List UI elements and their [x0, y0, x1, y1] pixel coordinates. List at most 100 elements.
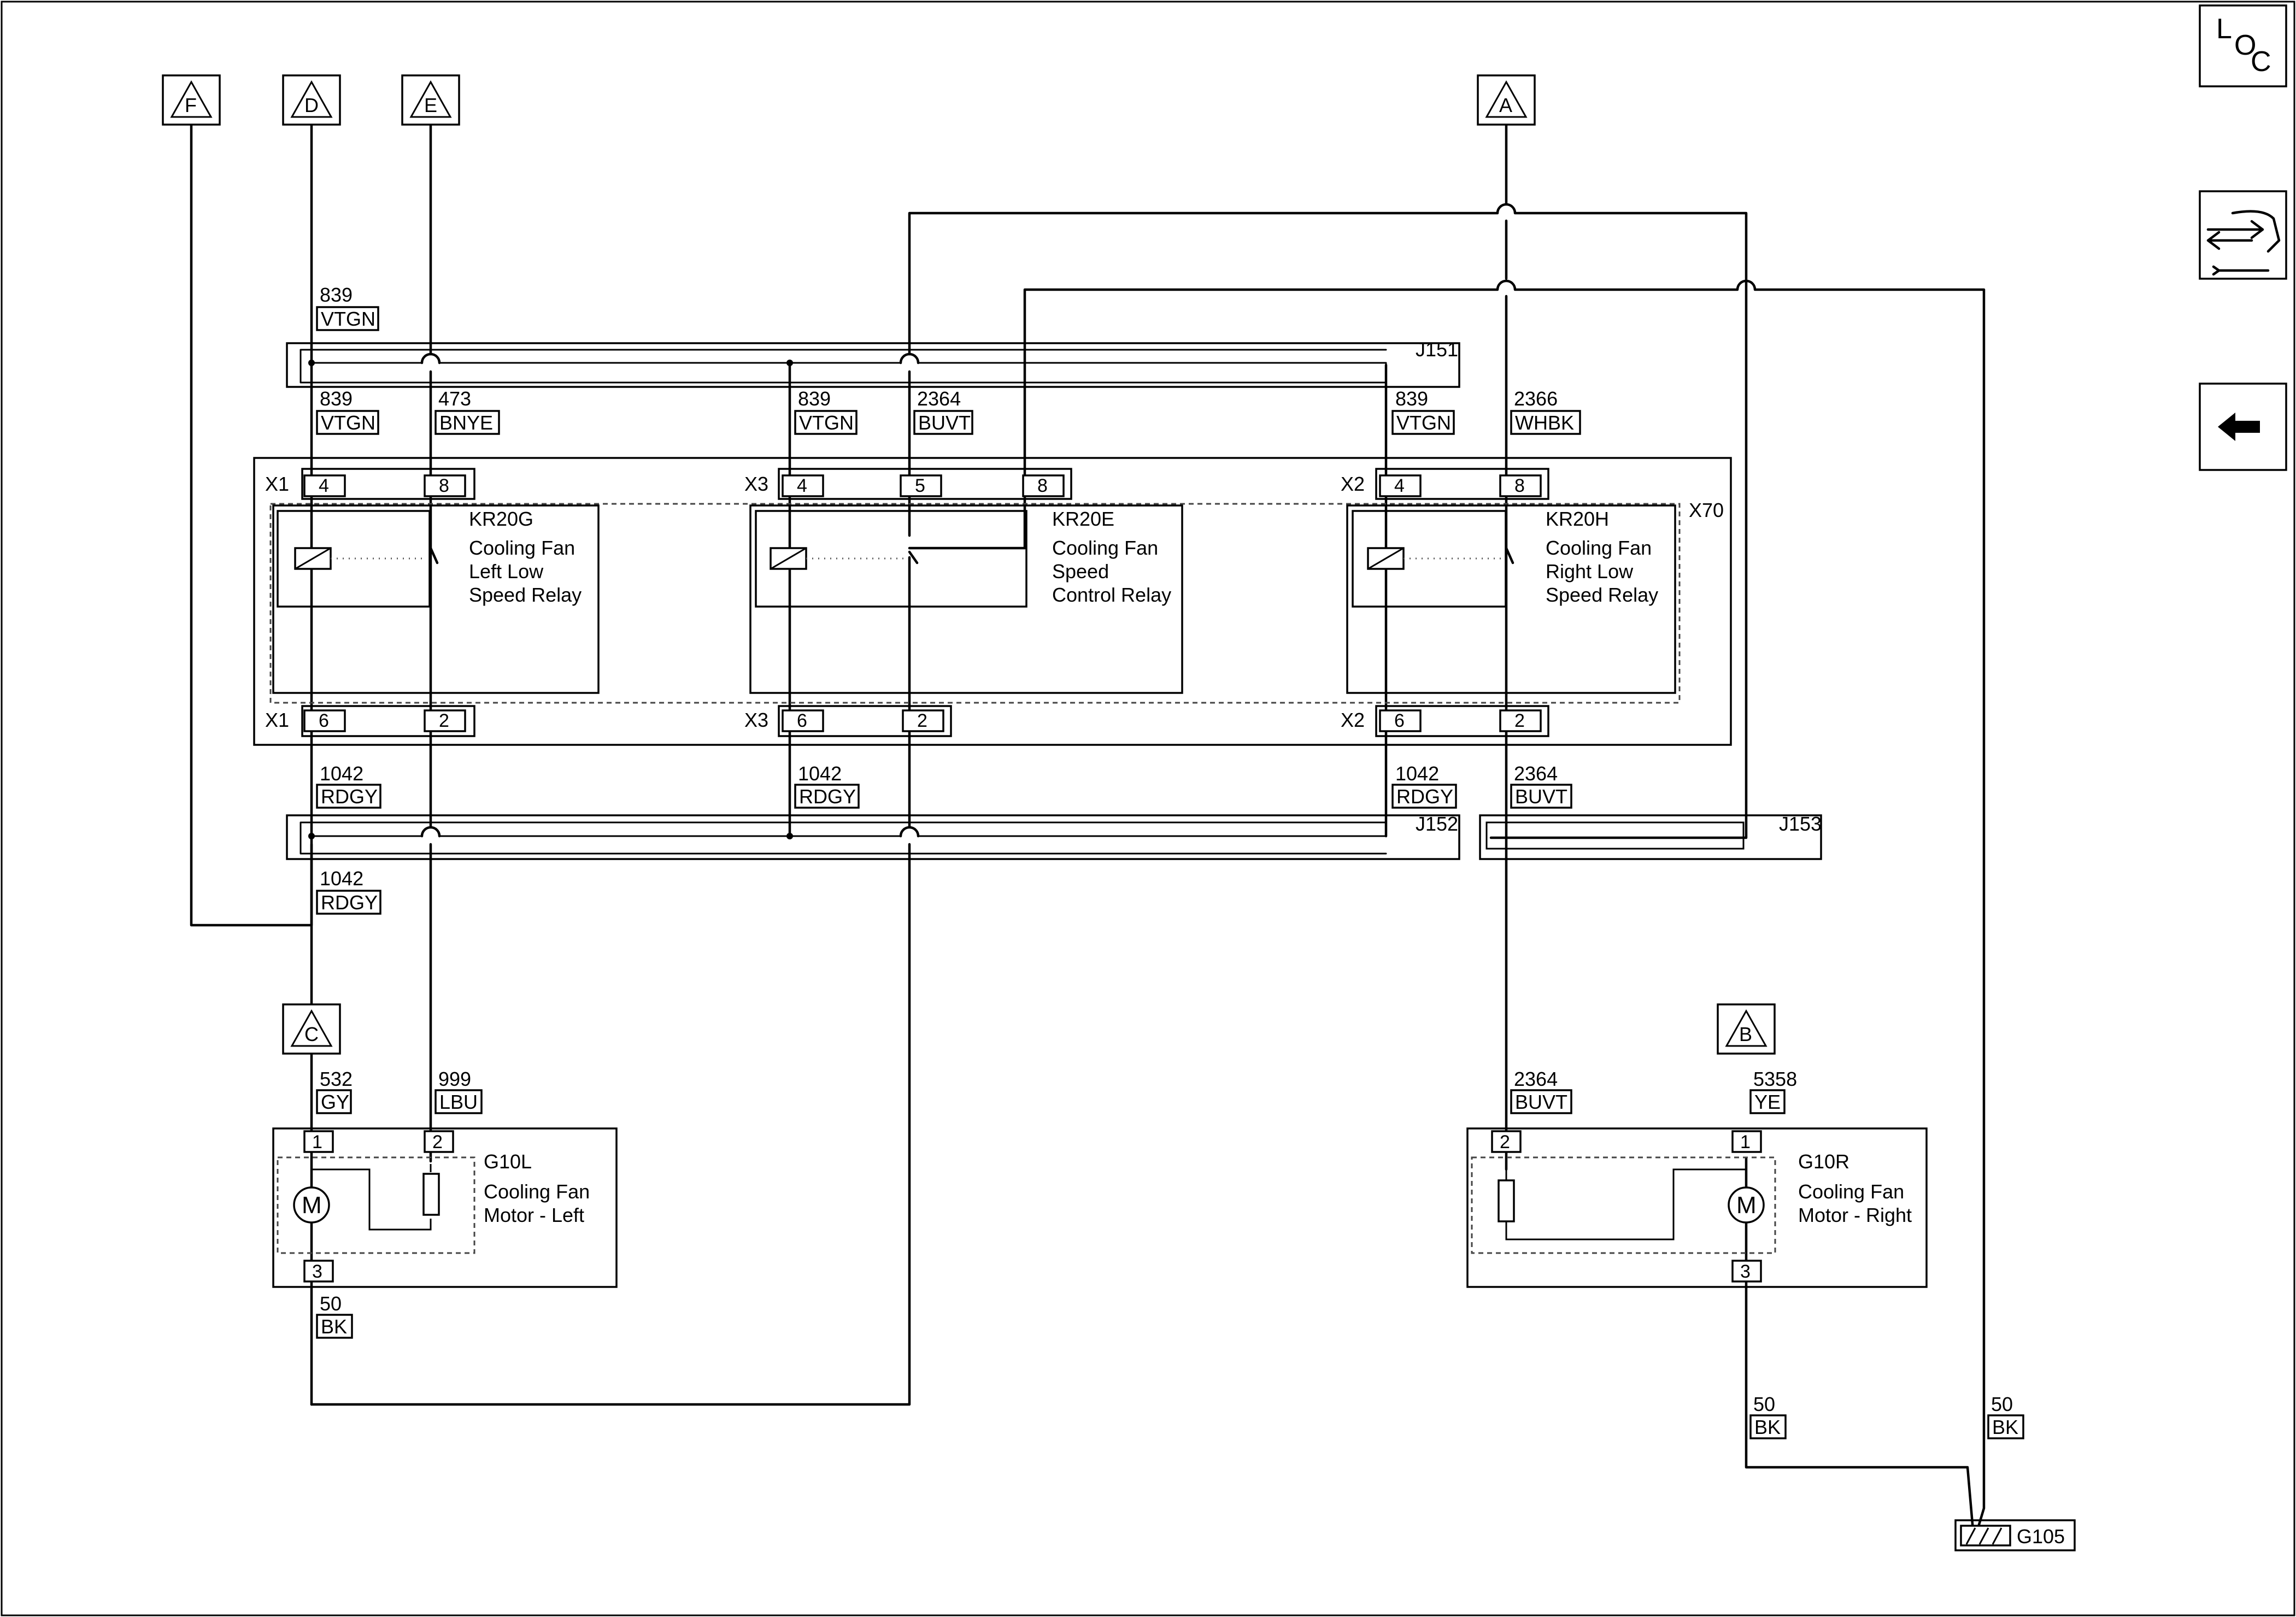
- relay-id-kr20h: KR20H: [1546, 508, 1609, 530]
- pin-x3-8: 8: [1037, 475, 1048, 496]
- loc-icon[interactable]: L O C: [2199, 4, 2287, 87]
- svg-text:Cooling Fan: Cooling Fan: [1546, 537, 1652, 559]
- relay-block-label: X70: [1689, 499, 1724, 521]
- wire-1042-to-F: [190, 123, 313, 927]
- svg-text:BK: BK: [1992, 1416, 2018, 1438]
- splice-j151: J151: [286, 338, 1460, 388]
- svg-text:1042: 1042: [320, 762, 363, 785]
- svg-text:BUVT: BUVT: [1515, 1091, 1567, 1113]
- offpage-C[interactable]: C: [282, 1003, 341, 1055]
- svg-text:1042: 1042: [1395, 762, 1439, 785]
- relay-id-kr20e: KR20E: [1052, 508, 1114, 530]
- svg-text:Cooling Fan: Cooling Fan: [1052, 537, 1158, 559]
- wire-paths: [190, 123, 1986, 1532]
- wire-2364-top-bus: [908, 203, 1748, 839]
- svg-text:2364: 2364: [1514, 762, 1558, 785]
- svg-text:C: C: [2251, 46, 2271, 78]
- svg-text:50: 50: [320, 1292, 342, 1315]
- svg-text:2364: 2364: [1514, 1068, 1558, 1090]
- svg-text:Speed Relay: Speed Relay: [1546, 584, 1658, 606]
- splice-label-j152: J152: [1416, 813, 1458, 835]
- svg-text:F: F: [185, 94, 197, 116]
- connector-x2-bottom: X2 6 2: [1341, 705, 1549, 737]
- svg-text:L: L: [2216, 13, 2232, 45]
- wire-50-bk-return: [310, 556, 911, 1406]
- svg-text:B: B: [1739, 1023, 1752, 1045]
- offpage-A[interactable]: A: [1477, 74, 1536, 126]
- svg-text:X3: X3: [744, 709, 768, 731]
- motor-symbol-g10l: [293, 1186, 330, 1224]
- relay-kr20g[interactable]: KR20G Cooling Fan Left Low Speed Relay: [272, 504, 600, 694]
- svg-text:1042: 1042: [320, 867, 363, 890]
- svg-text:X1: X1: [265, 709, 289, 731]
- motor-g10r[interactable]: 2 1 3 M G10R Cooling Fan Motor - Right: [1466, 1127, 1928, 1288]
- svg-text:E: E: [424, 94, 437, 116]
- svg-text:5358: 5358: [1753, 1068, 1797, 1090]
- offpage-D[interactable]: D: [282, 74, 341, 126]
- svg-text:X2: X2: [1341, 709, 1365, 731]
- pin-x2-8: 8: [1514, 475, 1525, 496]
- svg-text:473: 473: [438, 387, 471, 410]
- ground-g105[interactable]: G105: [1954, 1519, 2076, 1551]
- wire-2366-whbk-bus: [1023, 279, 1986, 1532]
- svg-text:BNYE: BNYE: [439, 411, 493, 434]
- svg-text:Motor - Left: Motor - Left: [484, 1204, 584, 1226]
- splice-j153: J153: [1479, 813, 1822, 860]
- svg-text:WHBK: WHBK: [1515, 411, 1574, 434]
- svg-text:BK: BK: [1754, 1416, 1781, 1438]
- connector-repair-icon[interactable]: [2199, 190, 2287, 280]
- pin-g10r-1: 1: [1740, 1132, 1751, 1153]
- pin-x2-4: 4: [1394, 475, 1405, 496]
- offpage-E[interactable]: E: [401, 74, 460, 126]
- pin-x1-4: 4: [319, 475, 329, 496]
- offpage-F[interactable]: F: [162, 74, 221, 126]
- svg-text:532: 532: [320, 1068, 353, 1090]
- svg-text:O: O: [2234, 30, 2256, 61]
- svg-text:D: D: [304, 94, 319, 116]
- offpage-B[interactable]: B: [1717, 1003, 1776, 1055]
- resistor-g10r: [1498, 1179, 1515, 1222]
- relay-kr20h[interactable]: KR20H Cooling Fan Right Low Speed Relay: [1346, 504, 1676, 694]
- connector-x1-top: X1 4 8: [265, 468, 475, 500]
- splice-label-j151: J151: [1416, 338, 1458, 361]
- svg-text:2364: 2364: [917, 387, 961, 410]
- svg-text:839: 839: [798, 387, 831, 410]
- svg-text:RDGY: RDGY: [321, 785, 378, 808]
- connector-x3-bottom: X3 6 2: [744, 705, 952, 737]
- splice-j152: J152: [286, 813, 1460, 860]
- svg-text:50: 50: [1991, 1393, 2013, 1415]
- svg-text:A: A: [1499, 94, 1512, 116]
- svg-text:VTGN: VTGN: [1396, 411, 1451, 434]
- pin-g10l-2: 2: [432, 1132, 443, 1153]
- splice-label-j153: J153: [1779, 813, 1822, 835]
- connector-x3-top: X3 4 5 8: [744, 468, 1072, 500]
- svg-text:M: M: [1736, 1192, 1757, 1219]
- wire-5358-from-B: [1745, 1157, 1975, 1532]
- relay-kr20e[interactable]: KR20E Cooling Fan Speed Control Relay: [749, 504, 1183, 694]
- svg-text:BUVT: BUVT: [918, 411, 971, 434]
- svg-text:X1: X1: [265, 473, 289, 495]
- back-arrow-icon[interactable]: [2199, 383, 2287, 471]
- pin-x1-6: 6: [319, 710, 329, 731]
- svg-text:2366: 2366: [1514, 387, 1558, 410]
- motor-id-g10l: G10L: [484, 1150, 532, 1173]
- svg-text:VTGN: VTGN: [799, 411, 854, 434]
- svg-text:Speed: Speed: [1052, 560, 1109, 583]
- svg-text:839: 839: [1395, 387, 1428, 410]
- pin-x3-6: 6: [797, 710, 807, 731]
- motor-g10l[interactable]: 1 2 3 M G10L Cooling Fan Motor - Left: [272, 1127, 618, 1288]
- svg-text:Left Low: Left Low: [469, 560, 544, 583]
- svg-text:M: M: [302, 1192, 322, 1219]
- svg-text:Speed Relay: Speed Relay: [469, 584, 582, 606]
